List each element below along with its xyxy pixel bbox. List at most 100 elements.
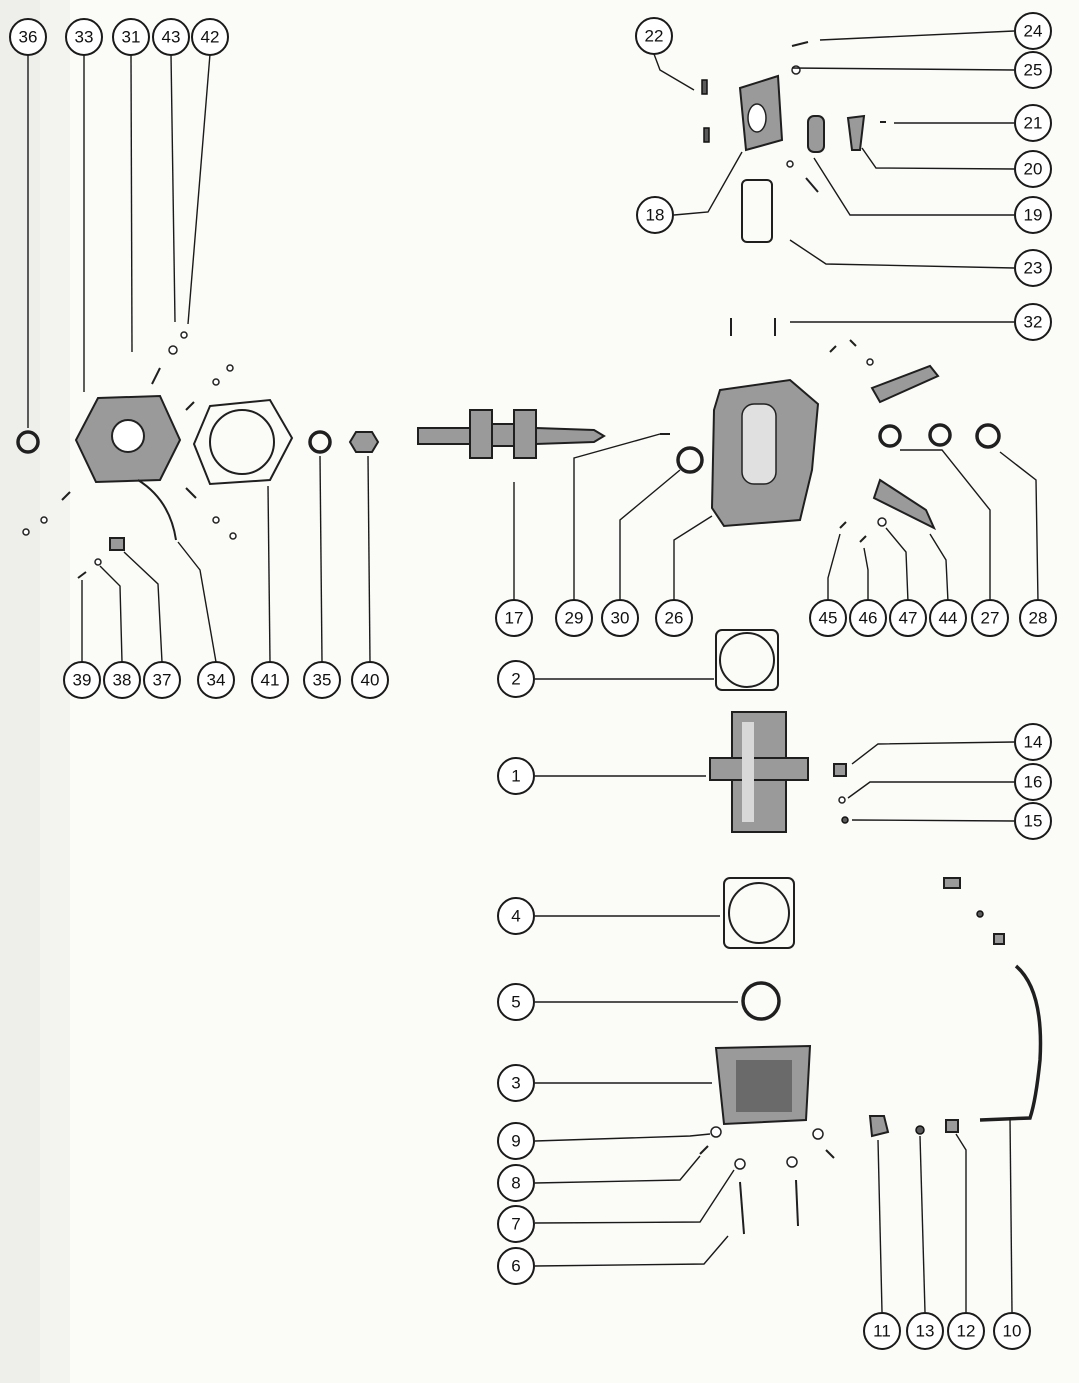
part-4-gasket — [723, 877, 795, 949]
part-20-lever — [846, 114, 866, 151]
svg-text:41: 41 — [261, 671, 280, 690]
svg-text:10: 10 — [1003, 1322, 1022, 1341]
svg-text:29: 29 — [565, 609, 584, 628]
part-10-hose — [979, 964, 1043, 1122]
svg-text:36: 36 — [19, 28, 38, 47]
svg-text:2: 2 — [511, 670, 520, 689]
svg-text:24: 24 — [1024, 22, 1043, 41]
part-9-washer-b — [812, 1128, 824, 1140]
callout-42: 42 — [191, 18, 229, 56]
part-screw-a — [829, 345, 837, 353]
svg-text:18: 18 — [646, 206, 665, 225]
part-42-ball — [180, 331, 188, 339]
callout-21: 21 — [1014, 104, 1052, 142]
part-1-cylinder — [709, 711, 809, 833]
svg-text:23: 23 — [1024, 259, 1043, 278]
callout-3: 3 — [497, 1064, 535, 1102]
part-pin-a — [185, 401, 195, 411]
part-washer-e — [229, 532, 237, 540]
part-41-gasket — [192, 398, 294, 486]
svg-text:20: 20 — [1024, 160, 1043, 179]
callout-22: 22 — [635, 17, 673, 55]
svg-text:28: 28 — [1029, 609, 1048, 628]
part-28-seal — [975, 423, 1001, 449]
svg-text:15: 15 — [1024, 812, 1043, 831]
svg-text:6: 6 — [511, 1257, 520, 1276]
svg-text:19: 19 — [1024, 206, 1043, 225]
part-14-screw — [833, 763, 847, 777]
part-5-oring — [741, 981, 781, 1021]
part-17-crankshaft — [417, 409, 606, 459]
part-46-screw — [859, 535, 867, 543]
callout-27: 27 — [971, 599, 1009, 637]
svg-text:37: 37 — [153, 671, 172, 690]
svg-text:46: 46 — [859, 609, 878, 628]
svg-text:3: 3 — [511, 1074, 520, 1093]
callout-32: 32 — [1014, 303, 1052, 341]
part-7-washer-b — [786, 1156, 798, 1168]
callout-5: 5 — [497, 983, 535, 1021]
svg-text:22: 22 — [645, 27, 664, 46]
callout-35: 35 — [303, 661, 341, 699]
callout-14: 14 — [1014, 723, 1052, 761]
svg-text:13: 13 — [916, 1322, 935, 1341]
part-9-washer — [710, 1126, 722, 1138]
callout-40: 40 — [351, 661, 389, 699]
leader-lines — [27, 30, 1039, 1313]
part-washer-g — [22, 528, 30, 536]
callout-13: 13 — [906, 1312, 944, 1350]
svg-text:21: 21 — [1024, 114, 1043, 133]
svg-text:34: 34 — [207, 671, 226, 690]
svg-text:43: 43 — [162, 28, 181, 47]
callout-8: 8 — [497, 1164, 535, 1202]
part-23-gasket — [741, 179, 773, 243]
callout-9: 9 — [497, 1122, 535, 1160]
callout-18: 18 — [636, 196, 674, 234]
svg-text:5: 5 — [511, 993, 520, 1012]
callout-15: 15 — [1014, 802, 1052, 840]
svg-text:16: 16 — [1024, 773, 1043, 792]
callout-23: 23 — [1014, 249, 1052, 287]
callout-17: 17 — [495, 599, 533, 637]
callout-29: 29 — [555, 599, 593, 637]
part-40-nut — [348, 431, 380, 453]
part-washer-c — [226, 364, 234, 372]
callout-20: 20 — [1014, 150, 1052, 188]
paper-texture — [0, 0, 70, 1383]
part-screw-b — [849, 339, 857, 347]
svg-text:17: 17 — [505, 609, 524, 628]
part-15-nut — [841, 816, 849, 824]
callout-45: 45 — [809, 599, 847, 637]
part-8-screw — [699, 1145, 709, 1155]
part-fitting-upper — [993, 933, 1005, 945]
part-35-seal — [308, 430, 332, 454]
callout-24: 24 — [1014, 12, 1052, 50]
part-washer-upper — [976, 910, 984, 918]
part-pin-b — [185, 487, 197, 499]
callout-34: 34 — [197, 661, 235, 699]
svg-text:1: 1 — [511, 767, 520, 786]
callout-4: 4 — [497, 897, 535, 935]
svg-text:8: 8 — [511, 1174, 520, 1193]
callout-33: 33 — [65, 18, 103, 56]
svg-text:32: 32 — [1024, 313, 1043, 332]
part-24-screw — [791, 41, 809, 47]
part-22-pin-lower — [703, 127, 710, 143]
part-39-screw — [77, 571, 87, 579]
callout-31: 31 — [112, 18, 150, 56]
svg-text:31: 31 — [122, 28, 141, 47]
part-31-pin — [151, 367, 161, 385]
svg-text:14: 14 — [1024, 733, 1043, 752]
callout-25: 25 — [1014, 51, 1052, 89]
svg-text:35: 35 — [313, 671, 332, 690]
part-8-screw-b — [825, 1149, 835, 1159]
svg-text:42: 42 — [201, 28, 220, 47]
part-6-bolt — [739, 1181, 745, 1235]
part-elbow-upper — [943, 877, 961, 889]
part-27-seal-a — [878, 424, 902, 448]
part-44-bracket — [872, 478, 937, 531]
part-washer-a — [866, 358, 874, 366]
callout-6: 6 — [497, 1247, 535, 1285]
callout-12: 12 — [947, 1312, 985, 1350]
